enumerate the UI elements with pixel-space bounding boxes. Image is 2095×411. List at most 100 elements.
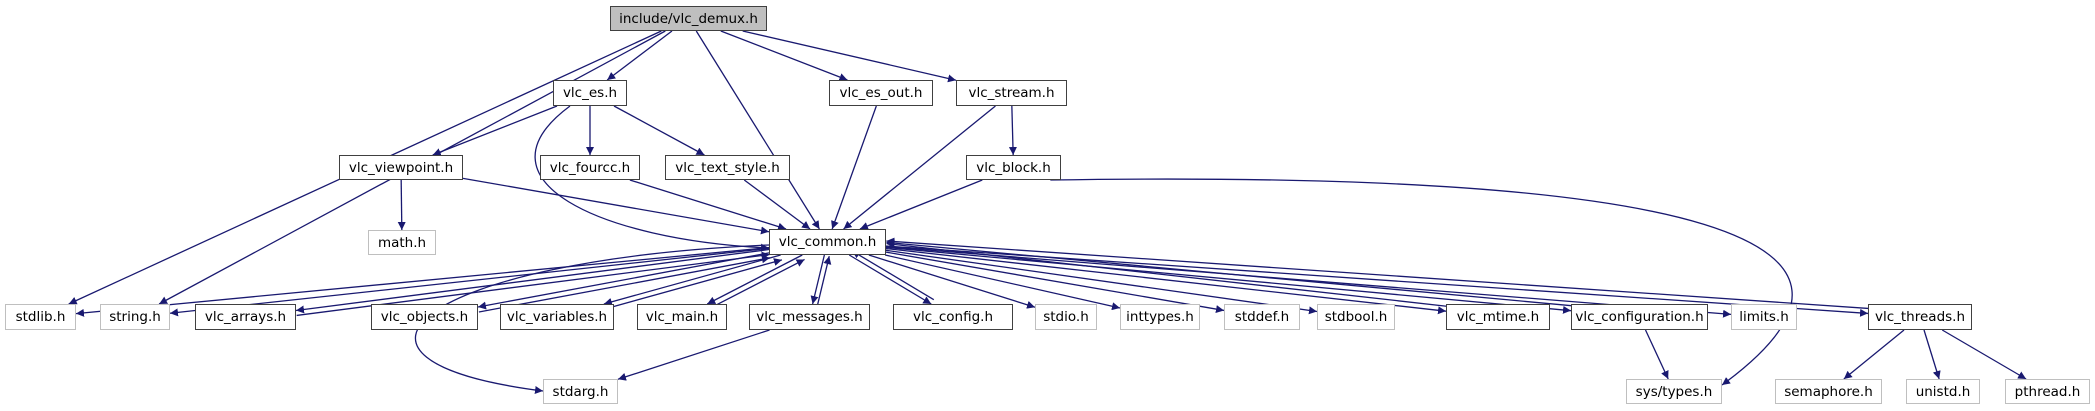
edge-vlc-objects-to-vlc-common (478, 255, 771, 313)
node-stdio[interactable]: stdio.h (1035, 304, 1097, 330)
node-label: vlc_block.h (976, 159, 1051, 176)
edge-vlc-common-to-inttypes (884, 254, 1121, 311)
node-label: stdbool.h (1324, 309, 1388, 325)
node-sys-types[interactable]: sys/types.h (1626, 379, 1722, 404)
node-stdlib[interactable]: stdlib.h (5, 304, 76, 330)
node-vlc-es[interactable]: vlc_es.h (553, 80, 627, 106)
node-vlc-main[interactable]: vlc_main.h (637, 304, 727, 330)
edge-vlc-block-to-vlc-common (859, 179, 983, 230)
edge-vlc-common-to-vlc-arrays (295, 248, 770, 314)
node-label: vlc_fourcc.h (549, 159, 631, 176)
node-stdbool[interactable]: stdbool.h (1317, 304, 1395, 330)
edge-vlc-es-to-vlc-viewpoint (432, 105, 558, 156)
node-semaphore[interactable]: semaphore.h (1775, 379, 1882, 404)
node-label: stddef.h (1234, 309, 1290, 325)
edge-vlc-es-out-to-vlc-common (831, 105, 877, 230)
node-label: vlc_es_out.h (839, 85, 923, 101)
node-label: vlc_configuration.h (1575, 309, 1704, 325)
node-vlc-common[interactable]: vlc_common.h (769, 229, 886, 255)
edge-vlc-threads-to-semaphore (1843, 329, 1905, 380)
edge-vlc-threads-to-unistd (1923, 329, 1941, 380)
edge-vlc-text-style-to-vlc-common (743, 179, 811, 230)
node-label: sys/types.h (1635, 383, 1713, 400)
edge-vlc-common-to-stddef (885, 251, 1225, 314)
node-label: limits.h (1739, 309, 1789, 325)
node-vlc-es-out[interactable]: vlc_es_out.h (829, 80, 933, 106)
edge-vlc-common-to-vlc-main (706, 254, 803, 305)
node-label: include/vlc_demux.h (619, 10, 758, 27)
edge-vlc-demux-to-vlc-stream (742, 30, 957, 83)
node-vlc-stream[interactable]: vlc_stream.h (956, 80, 1067, 106)
edge-vlc-common-to-stdlib (75, 246, 770, 317)
node-vlc-configuration[interactable]: vlc_configuration.h (1571, 304, 1708, 330)
node-string[interactable]: string.h (100, 304, 170, 330)
node-vlc-text-style[interactable]: vlc_text_style.h (665, 155, 790, 180)
node-vlc-threads[interactable]: vlc_threads.h (1868, 304, 1972, 330)
node-stddef[interactable]: stddef.h (1224, 304, 1300, 330)
edge-vlc-config-to-vlc-common (851, 250, 935, 301)
node-inttypes[interactable]: inttypes.h (1120, 304, 1200, 330)
node-label: vlc_viewpoint.h (348, 159, 454, 176)
edge-vlc-common-to-vlc-messages (810, 254, 826, 305)
node-limits[interactable]: limits.h (1731, 304, 1797, 330)
node-stdarg[interactable]: stdarg.h (543, 379, 618, 404)
node-math[interactable]: math.h (368, 230, 436, 255)
node-vlc-arrays[interactable]: vlc_arrays.h (195, 304, 296, 330)
node-label: vlc_mtime.h (1456, 309, 1540, 325)
node-vlc-variables[interactable]: vlc_variables.h (500, 304, 614, 330)
node-label: unistd.h (1915, 383, 1971, 400)
edge-vlc-demux-to-vlc-es (606, 30, 673, 81)
edge-vlc-configuration-to-vlc-common (886, 239, 1572, 307)
node-vlc-mtime[interactable]: vlc_mtime.h (1446, 304, 1550, 330)
node-label: vlc_config.h (912, 309, 994, 325)
edge-vlc-stream-to-vlc-common (843, 105, 996, 230)
node-vlc-messages[interactable]: vlc_messages.h (749, 304, 870, 330)
edge-vlc-stream-to-vlc-block (1008, 105, 1017, 156)
node-pthread[interactable]: pthread.h (2005, 379, 2090, 404)
edge-vlc-threads-to-vlc-common (886, 237, 1869, 310)
node-label: string.h (109, 309, 161, 325)
edge-vlc-fourcc-to-vlc-common (629, 179, 787, 231)
edge-vlc-block-to-sys-types (1050, 178, 1793, 386)
node-label: vlc_arrays.h (204, 309, 287, 325)
edge-vlc-variables-to-vlc-common (605, 258, 783, 310)
node-label: vlc_objects.h (380, 309, 469, 325)
node-label: vlc_es.h (562, 85, 618, 101)
node-label: vlc_variables.h (506, 309, 608, 325)
edge-vlc-common-to-stdbool (885, 249, 1318, 315)
node-vlc-viewpoint[interactable]: vlc_viewpoint.h (339, 155, 463, 180)
edge-vlc-mtime-to-vlc-common (886, 240, 1447, 307)
node-label: vlc_threads.h (1874, 309, 1966, 325)
edge-vlc-threads-to-pthread (1941, 329, 2027, 380)
node-label: math.h (377, 234, 427, 251)
edge-vlc-configuration-to-sys-types (1644, 329, 1669, 380)
node-label: semaphore.h (1784, 383, 1873, 400)
edge-vlc-common-to-vlc-config (848, 254, 932, 305)
node-vlc-objects[interactable]: vlc_objects.h (371, 304, 478, 330)
node-vlc-config[interactable]: vlc_config.h (893, 304, 1013, 330)
edge-vlc-common-to-vlc-mtime (885, 247, 1447, 315)
edge-vlc-common-to-string (169, 247, 770, 317)
edge-vlc-es-to-vlc-text-style (613, 105, 705, 156)
node-label: vlc_messages.h (756, 309, 863, 325)
edge-vlc-messages-to-stdarg (617, 329, 770, 381)
edge-vlc-main-to-vlc-common (709, 258, 805, 310)
edge-vlc-common-to-vlc-configuration (885, 246, 1572, 314)
edge-vlc-common-to-vlc-variables (603, 254, 781, 306)
node-label: stdarg.h (552, 383, 609, 400)
node-vlc-block[interactable]: vlc_block.h (966, 155, 1061, 180)
edge-vlc-demux-to-vlc-common (695, 30, 820, 230)
node-label: stdlib.h (15, 309, 66, 325)
edge-vlc-viewpoint-to-vlc-common (462, 177, 770, 235)
edge-vlc-viewpoint-to-math (397, 179, 406, 231)
node-label: stdio.h (1043, 309, 1089, 325)
edge-vlc-messages-to-vlc-common (816, 256, 832, 306)
edge-vlc-es-to-vlc-common (534, 105, 770, 252)
node-vlc-demux[interactable]: include/vlc_demux.h (610, 6, 767, 31)
node-label: vlc_main.h (645, 309, 719, 325)
node-label: pthread.h (2014, 383, 2081, 400)
node-label: vlc_common.h (778, 234, 877, 250)
node-vlc-fourcc[interactable]: vlc_fourcc.h (540, 155, 640, 180)
node-unistd[interactable]: unistd.h (1906, 379, 1980, 404)
